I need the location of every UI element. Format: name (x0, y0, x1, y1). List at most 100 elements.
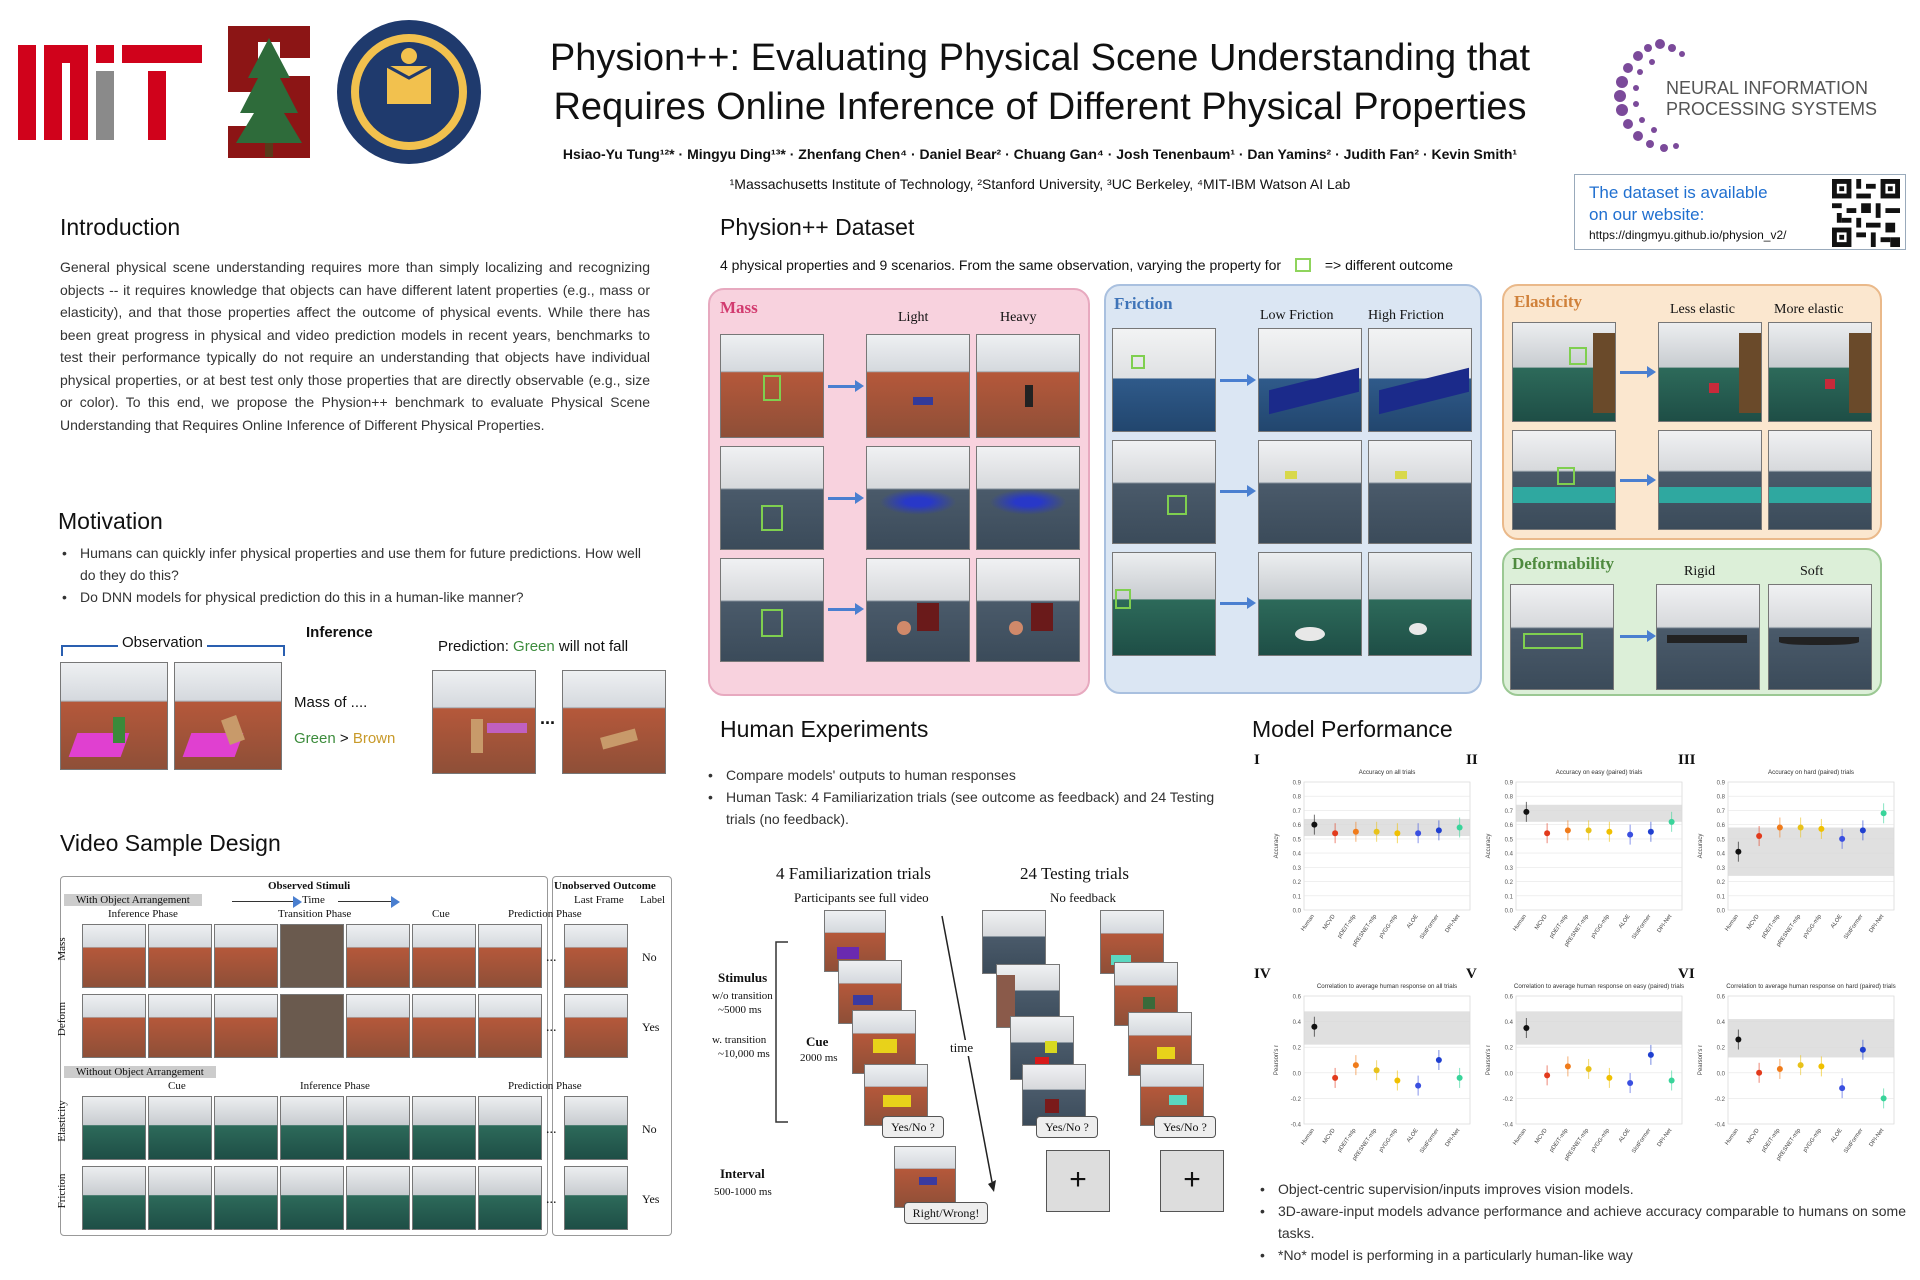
dataset-url[interactable]: https://dingmyu.github.io/physion_v2/ (1589, 228, 1787, 242)
affiliations: ¹Massachusetts Institute of Technology, … (729, 176, 1351, 192)
qr-code-icon[interactable] (1831, 179, 1901, 247)
x-tick-label: pDEIT-mlp (1549, 914, 1570, 940)
elasticity-arrow (1620, 366, 1656, 378)
model-bullet: Object-centric supervision/inputs improv… (1258, 1178, 1906, 1200)
friction-frame (1258, 440, 1362, 544)
data-point (1668, 818, 1675, 825)
x-tick-label: ALOE (1618, 914, 1632, 930)
mass-frame (976, 558, 1080, 662)
x-tick-label: ALOE (1618, 1128, 1632, 1144)
data-point (1585, 1065, 1592, 1072)
model-heading: Model Performance (1252, 716, 1453, 742)
data-point (1668, 1077, 1675, 1084)
interval-time: 500-1000 ms (714, 1186, 772, 1198)
data-point (1523, 808, 1530, 815)
y-tick-label: 0.4 (1293, 1020, 1302, 1026)
data-point (1776, 1065, 1783, 1072)
fixation-cross: + (1160, 1150, 1224, 1212)
y-tick-label: -0.4 (1503, 1123, 1514, 1129)
y-tick-label: -0.4 (1291, 1123, 1302, 1129)
y-tick-label: 0.2 (1717, 1046, 1726, 1052)
cue-time: 2000 ms (800, 1052, 838, 1064)
x-tick-label: DPI-Net (1869, 913, 1886, 934)
unobserved-outcome-label: Unobserved Outcome (554, 880, 656, 892)
yesno-box: Yes/No ? (1154, 1116, 1216, 1138)
dataset-heading: Physion++ Dataset (720, 214, 915, 240)
prediction-phase-label-2: Prediction Phase (508, 1080, 582, 1092)
data-point (1373, 1067, 1380, 1074)
y-tick-label: 0.0 (1293, 1071, 1302, 1077)
x-tick-label: pVGG-mlp (1590, 1128, 1611, 1154)
data-point (1839, 1085, 1846, 1092)
data-point (1456, 1074, 1463, 1081)
mass-arrow (828, 492, 864, 504)
last-frame (564, 924, 628, 988)
friction-arrow (1220, 485, 1256, 497)
rightwrong-box: Right/Wrong! (904, 1202, 988, 1224)
x-tick-label: Human (1724, 914, 1740, 933)
chart-title: Correlation to average human response on… (1514, 983, 1684, 990)
observed-stimuli-label: Observed Stimuli (268, 880, 351, 892)
time-label: time (950, 1040, 974, 1056)
data-point (1311, 1023, 1318, 1030)
friction-frame (1258, 328, 1362, 432)
data-point (1839, 835, 1846, 842)
x-tick-label: pDEIT-mlp (1761, 1128, 1782, 1154)
green-square-icon (1294, 258, 1311, 272)
data-point (1627, 831, 1634, 838)
video-design-heading: Video Sample Design (60, 830, 281, 856)
chart-numeral: VI (1678, 966, 1695, 982)
human-bullets: Compare models' outputs to human respons… (706, 764, 1236, 830)
data-point (1859, 1046, 1866, 1053)
introduction-heading: Introduction (60, 214, 181, 240)
x-tick-label: SlotFormer (1843, 914, 1864, 941)
y-tick-label: 0.5 (1293, 837, 1302, 843)
human-heading: Human Experiments (720, 716, 929, 742)
data-point (1564, 1063, 1571, 1070)
w-time: ~10,000 ms (718, 1048, 770, 1060)
video-frame (82, 1166, 146, 1230)
x-tick-label: pVGG-mlp (1378, 1128, 1399, 1154)
data-point (1818, 825, 1825, 832)
mass-frame (976, 446, 1080, 550)
data-point (1523, 1025, 1530, 1031)
friction-frame (1112, 440, 1216, 544)
elasticity-arrow (1620, 474, 1656, 486)
cue-label-2: Cue (168, 1080, 186, 1092)
data-point (1756, 833, 1763, 840)
y-tick-label: 0.7 (1505, 809, 1514, 815)
green-word: Green (294, 730, 336, 747)
elasticity-frame (1768, 430, 1872, 530)
video-frame (478, 1096, 542, 1160)
data-point (1311, 821, 1318, 828)
mass-arrow (828, 603, 864, 615)
elasticity-frame (1512, 322, 1616, 422)
dataset-link-box[interactable]: The dataset is available on our website:… (1574, 174, 1906, 250)
x-tick-label: DPI-Net (1657, 1127, 1674, 1148)
deform-frame (1768, 584, 1872, 690)
x-tick-label: DPI-Net (1869, 1127, 1886, 1148)
video-frame (148, 994, 212, 1058)
chart-title: Accuracy on hard (paired) trials (1768, 769, 1854, 776)
frame-dots: ... (546, 1122, 557, 1137)
neurips-line-2: PROCESSING SYSTEMS (1666, 99, 1878, 119)
y-tick-label: 0.4 (1293, 852, 1302, 858)
data-point (1880, 1095, 1887, 1102)
yesno-box: Yes/No ? (882, 1116, 944, 1138)
x-tick-label: pDEIT-mlp (1337, 1128, 1358, 1154)
friction-frame (1368, 328, 1472, 432)
data-point (1818, 1063, 1825, 1070)
human-band (1516, 804, 1682, 822)
x-tick-label: MCVD (1534, 1128, 1549, 1145)
data-point (1585, 827, 1592, 834)
y-tick-label: 0.5 (1505, 837, 1514, 843)
friction-arrow (1220, 597, 1256, 609)
with-arrangement-label: With Object Arrangement (64, 894, 202, 906)
plot-area (1515, 781, 1683, 911)
dataset-line-1: The dataset is available (1589, 183, 1768, 202)
title-line-1: Physion++: Evaluating Physical Scene Und… (549, 37, 1531, 79)
y-tick-label: 0.6 (1293, 823, 1302, 829)
row-label: Elasticity (56, 1100, 68, 1142)
deform-rigid-label: Rigid (1684, 564, 1716, 579)
mass-title: Mass (720, 298, 758, 317)
